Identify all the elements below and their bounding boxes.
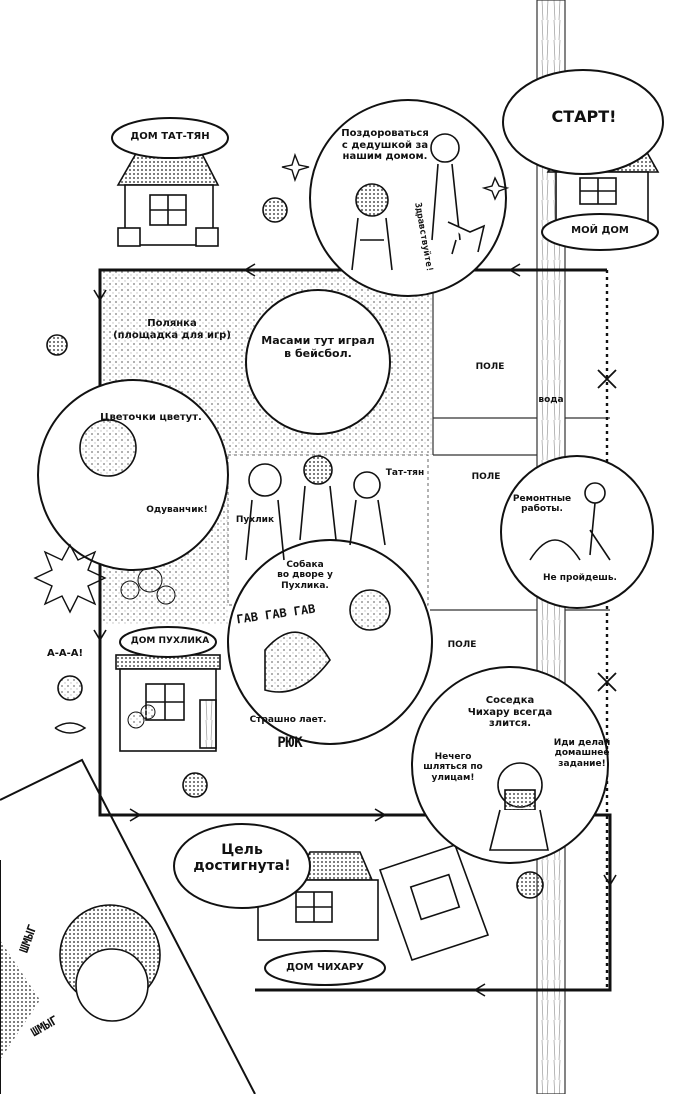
scream-label: А-А-А! <box>46 648 84 659</box>
my-house-label: МОЙ ДОМ <box>571 225 629 236</box>
bark-loud-label: Страшно лает. <box>249 715 327 725</box>
route-arrows <box>93 263 617 997</box>
tat-tyan-house <box>116 149 220 247</box>
ryuk-sfx: РЮК <box>277 735 303 751</box>
neighbor-right-text: Иди делай домашнее задание! <box>553 738 611 769</box>
pukhlik-label: Пухлик <box>235 515 275 525</box>
tat-tyan-house-label: ДОМ ТАТ-ТЯН <box>130 131 210 142</box>
bottom-left-panel <box>0 758 256 1094</box>
field-label-2: ПОЛЕ <box>471 472 501 482</box>
greeting-bubble-text: Поздороваться с дедушкой за нашим домом. <box>341 128 429 162</box>
flowers-bubble-text: Цветочки цветут. <box>100 412 202 423</box>
masami-bubble-text: Масами тут играл в бейсбол. <box>261 334 375 360</box>
playground-label: Полянка (площадка для игр) <box>113 318 231 341</box>
tat-tyan-label: Тат-тян <box>385 468 425 478</box>
pukhlik-house-label: ДОМ ПУХЛИКА <box>130 636 210 646</box>
no-pass-label: Не пройдешь. <box>543 573 617 583</box>
field-label-1: ПОЛЕ <box>475 362 505 372</box>
dog-bubble-text: Собака во дворе у Пухлика. <box>277 560 333 591</box>
goal-bubble-text: Цель достигнута! <box>193 842 291 875</box>
chiharu-house <box>257 843 490 962</box>
start-label: СТАРТ! <box>551 107 617 126</box>
pukhlik-house <box>115 654 221 752</box>
field-label-3: ПОЛЕ <box>447 640 477 650</box>
characters <box>46 133 611 1022</box>
bubbles <box>37 69 664 986</box>
water-label: вода <box>538 395 564 405</box>
decorations <box>33 152 510 734</box>
route-blocks <box>597 369 617 692</box>
bushes <box>120 567 176 729</box>
chiharu-house-label: ДОМ ЧИХАРУ <box>286 962 364 973</box>
neighbor-bubble-text: Соседка Чихару всегда злится. <box>467 695 553 729</box>
repair-bubble-text: Ремонтные работы. <box>512 494 572 515</box>
field-grid <box>430 270 610 611</box>
neighbor-left-text: Нечего шляться по улицам! <box>423 752 483 783</box>
walking-route <box>98 268 612 992</box>
dandelion-label: Одуванчик! <box>146 505 208 515</box>
